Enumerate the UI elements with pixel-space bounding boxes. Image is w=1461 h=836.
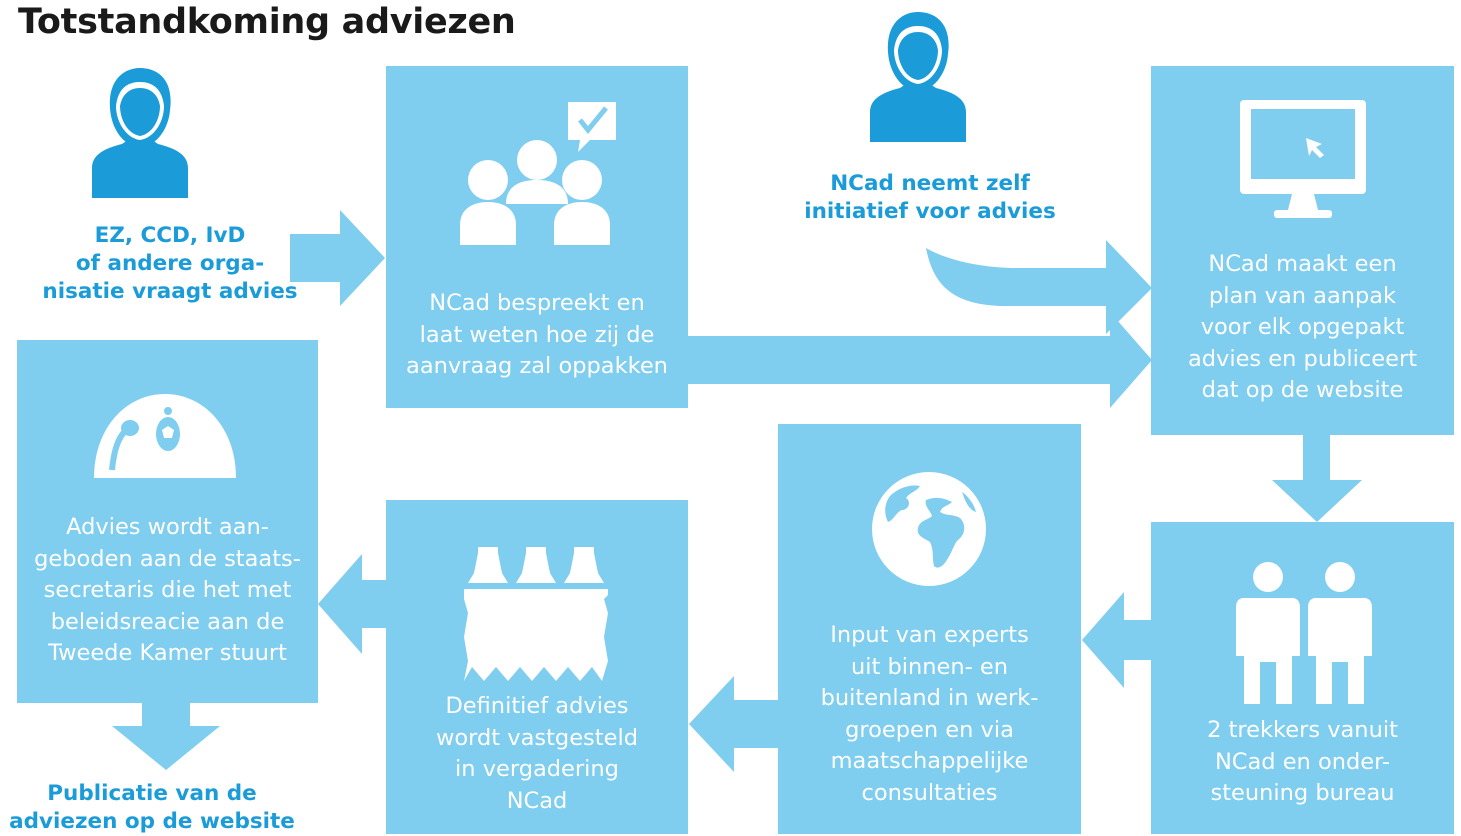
publication-label: Publicatie van de adviezen op de website xyxy=(9,781,295,834)
arrow-left xyxy=(318,554,386,654)
step-trekkers-text: 2 trekkers vanuit NCad en onder- steunin… xyxy=(1207,717,1398,806)
arrow-right xyxy=(688,312,1152,408)
arrow-curved-right xyxy=(926,240,1152,334)
person-icon xyxy=(870,12,966,142)
step-definitief-text: Definitief advies wordt vastgesteld in v… xyxy=(436,693,638,814)
arrow-left xyxy=(689,676,778,772)
step-discuss-text: NCad bespreekt en laat weten hoe zij de … xyxy=(406,290,668,379)
requester-label: EZ, CCD, IvD of andere orga- nisatie vra… xyxy=(42,223,298,304)
ncad-initiative-label: NCad neemt zelf initiatief voor advies xyxy=(804,171,1056,224)
step-aangeboden-box: Advies wordt aan- geboden aan de staats-… xyxy=(17,340,318,703)
two-people-icon xyxy=(1236,562,1372,704)
page-title: Totstandkoming adviezen xyxy=(18,2,516,42)
step-plan-text: NCad maakt een plan van aanpak voor elk … xyxy=(1187,251,1418,403)
arrow-left xyxy=(1082,592,1151,688)
arrow-down xyxy=(112,703,220,770)
step-aangeboden-text: Advies wordt aan- geboden aan de staats-… xyxy=(34,514,301,666)
person-icon xyxy=(92,68,188,198)
step-input-text: Input van experts uit binnen- en buitenl… xyxy=(820,622,1039,806)
arrow-right xyxy=(290,210,385,306)
parliament-seal-icon xyxy=(94,394,236,478)
monitor-icon xyxy=(1240,100,1366,218)
step-discuss-box: NCad bespreekt en laat weten hoe zij de … xyxy=(386,66,688,408)
meeting-icon xyxy=(460,102,616,245)
step-trekkers-box: 2 trekkers vanuit NCad en onder- steunin… xyxy=(1151,522,1454,834)
globe-icon xyxy=(872,472,986,586)
panel-table-icon xyxy=(464,547,608,681)
step-input-box: Input van experts uit binnen- en buitenl… xyxy=(778,424,1081,834)
arrow-down xyxy=(1272,435,1362,522)
